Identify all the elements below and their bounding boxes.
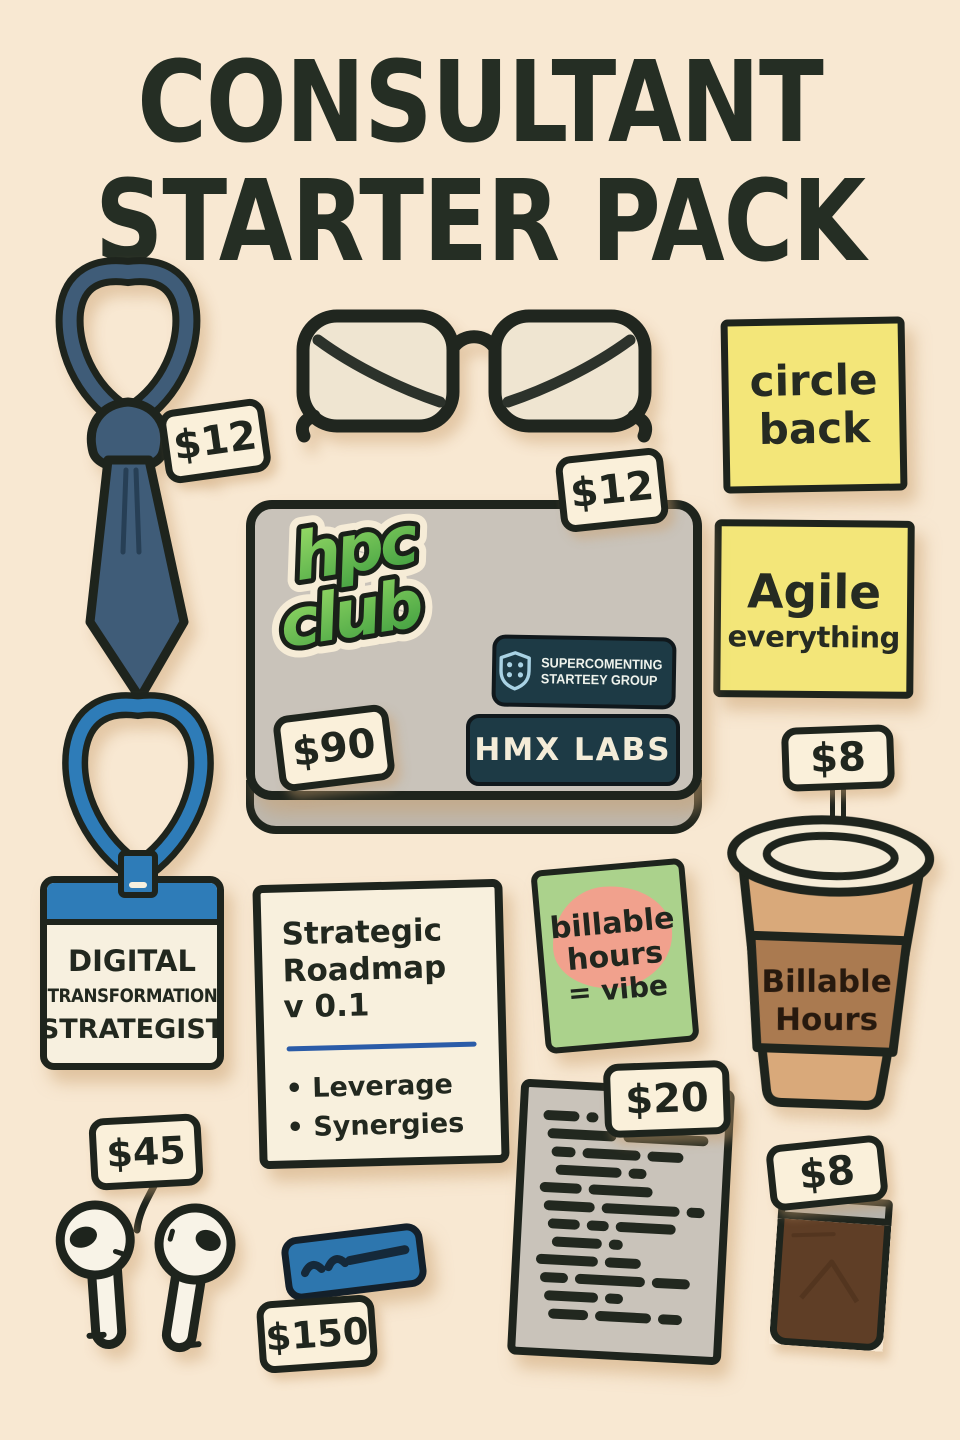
consulting-group-line2: STARTEEY GROUP	[540, 671, 658, 689]
roadmap-divider	[286, 1041, 477, 1052]
badge-line1: DIGITAL	[68, 943, 196, 978]
billable-vibe-sticker: billable hours = vibe	[530, 857, 700, 1055]
glasses-left-temple	[312, 334, 446, 408]
price-tag-earbuds-label: $45	[105, 1127, 187, 1177]
earbuds-icon	[55, 1200, 236, 1353]
card-case-marks	[300, 1245, 410, 1278]
title-line-2: STARTER PACK	[95, 156, 866, 287]
price-tag-iced-coffee: $8	[764, 1134, 890, 1212]
hmx-labs-sticker: HMX LABS	[466, 714, 680, 786]
card-case	[279, 1221, 429, 1303]
price-tag-card-case-label: $150	[264, 1308, 370, 1360]
lanyard-strap	[62, 692, 214, 885]
price-tag-coffee-label: $8	[809, 734, 867, 782]
price-tag-glasses-label: $12	[568, 462, 656, 518]
roadmap-bullet-synergies: Synergies	[286, 1103, 481, 1147]
roadmap-title-line3: v 0.1	[283, 987, 370, 1026]
title-line-1: CONSULTANT	[137, 38, 824, 168]
tie-collar-loop	[55, 257, 201, 432]
roadmap-title-line1: Strategic	[281, 912, 443, 953]
roadmap-bullet-leverage: Leverage	[285, 1064, 480, 1108]
roadmap-title-line2: Roadmap	[282, 948, 447, 990]
agile-line1: Agile	[746, 563, 882, 621]
price-tag-coffee-cup: $8	[780, 724, 896, 792]
cup-label-line1: Billable	[761, 964, 891, 1000]
billable-line3: = vibe	[566, 968, 670, 1011]
price-tag-tail	[133, 1182, 158, 1234]
circle-back-line2: back	[758, 403, 871, 454]
roadmap-card: Strategic Roadmap v 0.1 Leverage Synergi…	[252, 878, 510, 1170]
consulting-group-sticker: SUPERCOMENTING STARTEEY GROUP	[491, 634, 677, 710]
badge-line2: TRANSFORMATION	[47, 984, 217, 1007]
glasses-right-temple	[502, 334, 636, 408]
agile-line2: everything	[727, 618, 901, 655]
circle-back-line1: circle	[749, 354, 878, 406]
sticky-note-agile: Agile everything	[713, 519, 915, 699]
price-tag-tie-label: $12	[170, 412, 260, 470]
id-badge: DIGITAL TRANSFORMATION STRATEGIST	[40, 876, 224, 1070]
badge-line3: STRATEGIST	[40, 1013, 224, 1045]
tie-body	[85, 455, 189, 703]
iced-coffee-group: $8	[762, 1134, 904, 1360]
hpc-club-sticker: hpc club hpc club	[262, 489, 438, 676]
coffee-cup-icon: Billable Hours	[727, 815, 935, 1110]
lanyard-clasp	[118, 850, 158, 898]
coffee-cup-group: $8 Billable Hours	[722, 724, 935, 1126]
price-tag-earbuds: $45	[88, 1113, 204, 1191]
cup-sleeve	[746, 930, 912, 1057]
price-tag-laptop: $90	[271, 703, 397, 793]
price-tag-tie: $12	[157, 396, 273, 486]
price-tag-laptop-label: $90	[289, 720, 379, 776]
price-tag-iced-coffee-label: $8	[796, 1147, 858, 1199]
price-tag-glasses: $12	[554, 446, 670, 534]
price-tag-card-case: $150	[255, 1293, 379, 1375]
shield-icon	[499, 651, 531, 691]
iced-coffee-glass	[768, 1192, 894, 1352]
receipt-text-lines	[533, 1109, 710, 1326]
glasses-icon	[295, 309, 653, 443]
cup-label-line2: Hours	[775, 1002, 878, 1038]
sticky-note-circle-back: circle back	[720, 316, 908, 494]
iced-coffee-body	[768, 1218, 892, 1352]
poster-title: CONSULTANT STARTER PACK	[0, 44, 960, 282]
price-tag-receipt-label: $20	[624, 1074, 710, 1124]
price-tag-receipt: $20	[602, 1059, 732, 1139]
hmx-labs-label: HMX LABS	[474, 732, 672, 768]
